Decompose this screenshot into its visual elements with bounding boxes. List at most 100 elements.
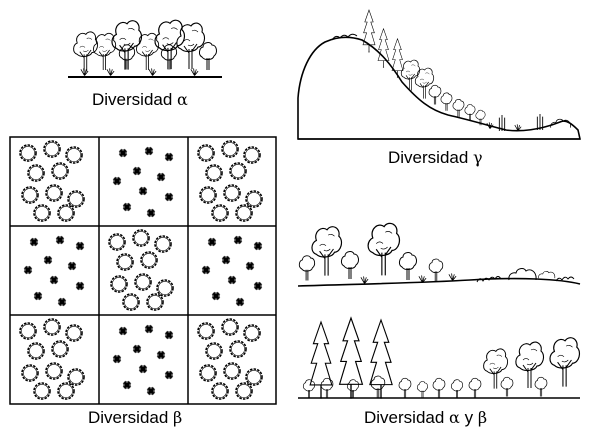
beta-cell-shrub [253, 281, 263, 291]
mixed-landscape-scene [297, 222, 581, 287]
beta-cell-canopy-tree [33, 204, 51, 222]
caption-alpha-beta: Diversidad α y β [364, 408, 487, 428]
alpha-beta-small-tree [417, 381, 428, 399]
beta-cell-shrub [55, 235, 65, 245]
alpha-beta-small-tree [432, 377, 446, 398]
mixed-tree [311, 225, 343, 277]
mixed-tree [367, 222, 401, 277]
beta-cell-shrub [144, 324, 154, 334]
mixed-grass [448, 272, 457, 282]
alpha-beta-small-tree [534, 376, 548, 397]
beta-cell-canopy-tree [197, 322, 215, 340]
mixed-bush [538, 270, 556, 279]
beta-cell-shrub [164, 370, 174, 380]
alpha-grass [106, 67, 115, 77]
beta-cell-canopy-tree [134, 273, 152, 291]
beta-cell-shrub [49, 275, 59, 285]
beta-cell-shrub [43, 255, 53, 265]
alpha-beta-conifer [368, 319, 394, 399]
beta-cell-canopy-tree [229, 162, 247, 180]
gamma-tree [464, 104, 476, 122]
beta-cell-canopy-tree [199, 186, 217, 204]
mixed-tree [428, 258, 444, 282]
beta-cell-canopy-tree [45, 184, 63, 202]
gamma-bush [550, 118, 571, 129]
beta-cell-canopy-tree [146, 293, 164, 311]
gamma-hill-outline [297, 36, 581, 140]
gamma-tree [452, 99, 465, 118]
caption-alpha-beta-text: Diversidad [364, 408, 445, 427]
gamma-tree [428, 84, 442, 105]
alpha-beta-small-tree [398, 377, 412, 398]
beta-cell-canopy-tree [156, 279, 174, 297]
beta-cell-canopy-tree [21, 186, 39, 204]
caption-alpha-text: Diversidad [92, 90, 173, 109]
beta-cell-canopy-tree [197, 144, 215, 162]
beta-cell-canopy-tree [33, 382, 51, 400]
alpha-grass [190, 67, 199, 77]
beta-cell-canopy-tree [65, 324, 83, 342]
beta-grid [9, 136, 277, 405]
mixed-low-shrubs [476, 276, 502, 283]
beta-cell-canopy-tree [243, 324, 261, 342]
beta-cell-shrub [118, 326, 128, 336]
mixed-tree [340, 250, 360, 280]
beta-cell-shrub [112, 176, 122, 186]
caption-alpha-symbol: α [177, 90, 188, 109]
alpha-tree [176, 22, 206, 70]
gamma-conifer [362, 9, 376, 53]
beta-cell-canopy-tree [223, 184, 241, 202]
beta-cell-shrub [221, 255, 231, 265]
beta-cell-shrub [132, 344, 142, 354]
beta-cell-shrub [211, 291, 221, 301]
mixed-ground-line [297, 277, 581, 287]
beta-cell-shrub [227, 275, 237, 285]
beta-cell-canopy-tree [27, 164, 45, 182]
beta-cell-shrub [245, 261, 255, 271]
beta-cell-canopy-tree [235, 382, 253, 400]
beta-cell-canopy-tree [45, 362, 63, 380]
beta-cell-canopy-tree [221, 318, 239, 336]
beta-cell-shrub [118, 148, 128, 158]
beta-cell-canopy-tree [51, 162, 69, 180]
gamma-tree [440, 92, 453, 112]
alpha-beta-tree [515, 341, 545, 389]
beta-cell-canopy-tree [43, 318, 61, 336]
beta-cell-shrub [75, 241, 85, 251]
beta-cell-canopy-tree [245, 368, 263, 386]
alpha-beta-conifer [338, 317, 364, 399]
beta-cell-canopy-tree [154, 235, 172, 253]
gamma-grass [514, 123, 522, 132]
beta-cell-shrub [23, 265, 33, 275]
caption-gamma: Diversidad γ [388, 148, 483, 168]
beta-cell-shrub [67, 261, 77, 271]
beta-cell-canopy-tree [205, 164, 223, 182]
beta-cell-shrub [201, 265, 211, 275]
beta-cell-canopy-tree [57, 204, 75, 222]
beta-cell-shrub [57, 297, 67, 307]
alpha-beta-tree [549, 336, 581, 388]
beta-cell-shrub [146, 386, 156, 396]
beta-cell-canopy-tree [65, 146, 83, 164]
beta-cell-canopy-tree [122, 293, 140, 311]
beta-cell-canopy-tree [116, 253, 134, 271]
beta-cell-shrub [75, 281, 85, 291]
beta-cell-shrub [144, 146, 154, 156]
gamma-summit-bushes [331, 33, 358, 41]
beta-cell-shrub [112, 354, 122, 364]
caption-gamma-symbol: γ [473, 148, 483, 167]
beta-cell-canopy-tree [243, 146, 261, 164]
beta-cell-canopy-tree [110, 275, 128, 293]
beta-grid-border [9, 136, 277, 405]
beta-cell-shrub [122, 380, 132, 390]
alpha-beta-tree [482, 348, 509, 390]
beta-cell-shrub [233, 235, 243, 245]
beta-cell-canopy-tree [199, 364, 217, 382]
beta-cell-shrub [164, 152, 174, 162]
caption-beta-text: Diversidad [88, 408, 169, 427]
alpha-beta-small-tree [468, 377, 482, 398]
beta-cell-shrub [122, 202, 132, 212]
beta-cell-shrub [146, 208, 156, 218]
beta-cell-canopy-tree [21, 364, 39, 382]
gamma-tree [414, 67, 435, 100]
